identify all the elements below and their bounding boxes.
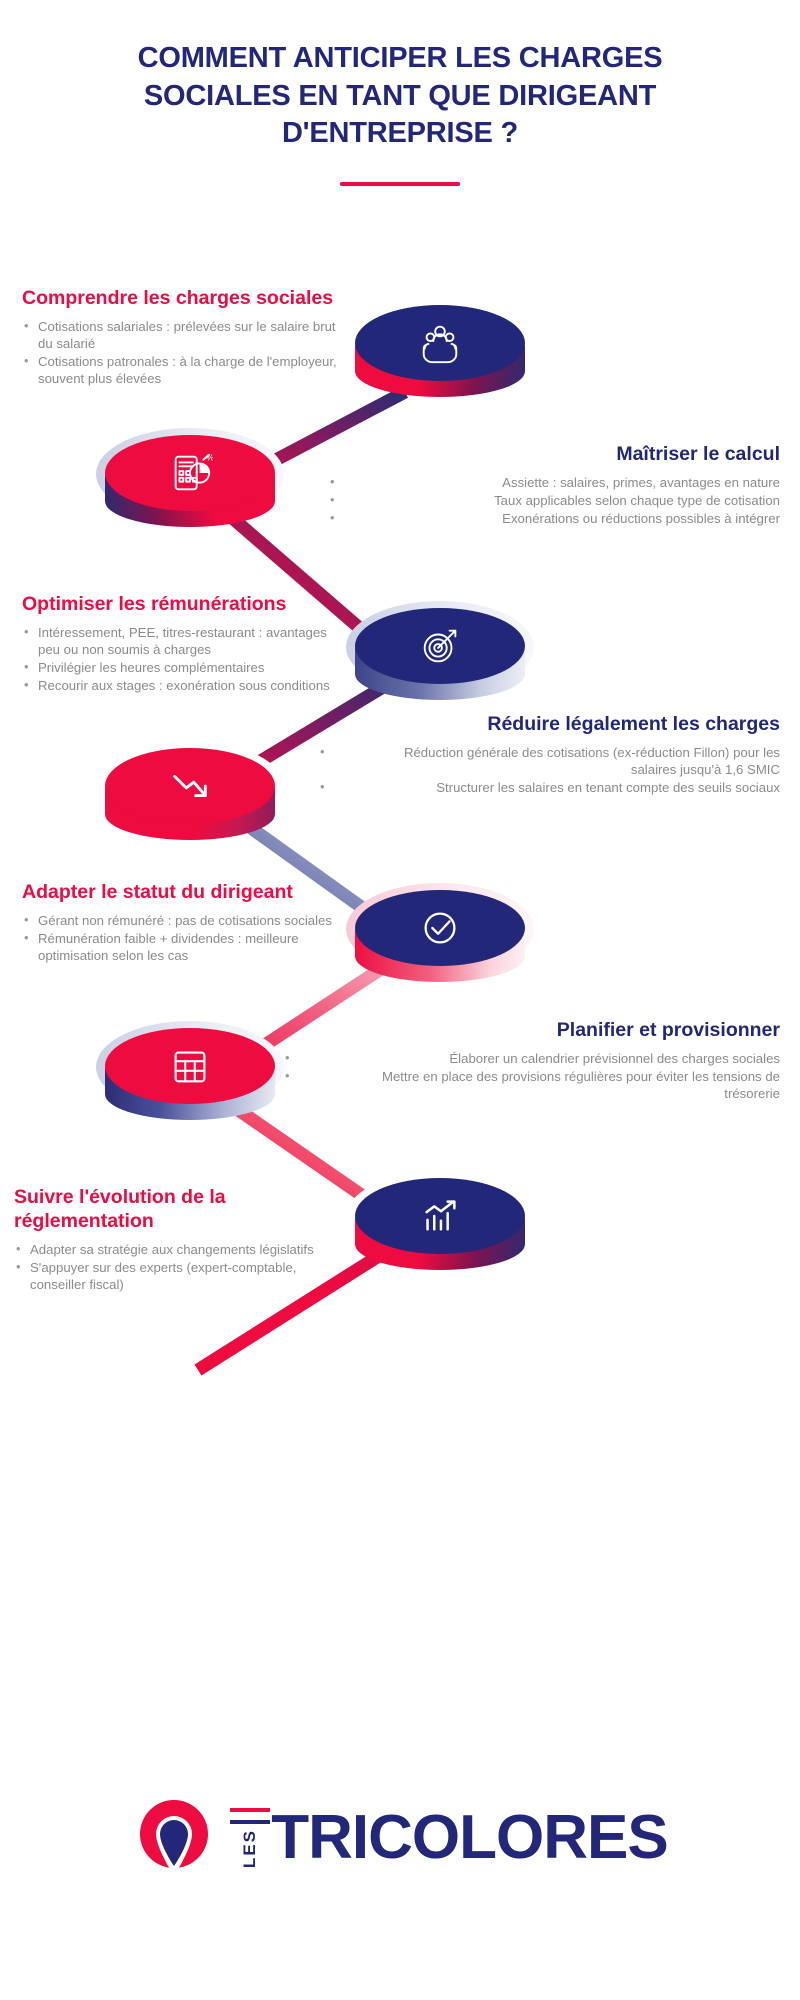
disk-top xyxy=(355,608,525,684)
section-bullets: •Réduction générale des cotisations (ex-… xyxy=(320,744,780,797)
list-item: •Taux applicables selon chaque type de c… xyxy=(330,492,780,509)
bullet-dot: • xyxy=(285,1068,290,1084)
list-item: Privilégier les heures complémentaires xyxy=(22,659,352,677)
logo-name-text: TRICOLORES xyxy=(271,1803,668,1872)
disk-planifier xyxy=(96,1021,284,1136)
flag-bars-icon xyxy=(230,1807,271,1826)
section-title: Adapter le statut du dirigeant xyxy=(22,881,293,903)
calendar-grid-icon xyxy=(174,1051,206,1083)
list-item: Intéressement, PEE, titres-restaurant : … xyxy=(22,624,352,659)
disk-optimiser xyxy=(346,601,534,716)
section-maitriser: Maîtriser le calcul •Assiette : salaires… xyxy=(330,442,780,529)
disk-suivre xyxy=(346,1171,534,1286)
logo-wordmark: LES TRICOLORES xyxy=(230,1803,669,1872)
section-suivre: Suivre l'évolution de la réglementation … xyxy=(14,1185,344,1295)
section-title: Maîtriser le calcul xyxy=(616,443,780,465)
list-item: •Exonérations ou réductions possibles à … xyxy=(330,509,780,526)
target-dart-icon xyxy=(423,629,457,663)
section-bullets: •Élaborer un calendrier prévisionnel des… xyxy=(285,1050,780,1103)
logo-les-text: LES xyxy=(240,1828,260,1869)
list-item: •Élaborer un calendrier prévisionnel des… xyxy=(285,1050,780,1067)
list-item: Gérant non rémunéré : pas de cotisations… xyxy=(22,912,342,930)
logo-les-group: LES xyxy=(230,1807,271,1869)
disk-comprendre xyxy=(346,298,534,413)
section-title: Réduire légalement les charges xyxy=(487,713,780,735)
section-title: Comprendre les charges sociales xyxy=(22,287,334,309)
calculator-pie-icon: % xyxy=(174,453,213,491)
section-reduire: Réduire légalement les charges •Réductio… xyxy=(320,712,780,798)
disk-top xyxy=(105,748,275,824)
disk-top: % xyxy=(105,435,275,511)
check-circle-icon xyxy=(424,912,456,944)
title-underline-divider xyxy=(340,182,460,186)
list-item: Recourir aux stages : exonération sous c… xyxy=(22,677,352,695)
page-header: COMMENT ANTICIPER LES CHARGES SOCIALES E… xyxy=(0,40,800,153)
disk-adapter xyxy=(346,883,534,998)
section-bullets: Gérant non rémunéré : pas de cotisations… xyxy=(22,912,342,965)
section-title: Optimiser les rémunérations xyxy=(22,593,287,615)
disk-top xyxy=(355,890,525,966)
bar-chart-growth-icon xyxy=(425,1200,456,1231)
disk-top xyxy=(355,1178,525,1254)
disk-top xyxy=(355,305,525,381)
list-item: Adapter sa stratégie aux changements lég… xyxy=(14,1241,344,1259)
hands-people-icon xyxy=(422,325,458,364)
disk-reduire xyxy=(96,741,284,856)
bullet-dot: • xyxy=(285,1050,290,1066)
list-item: Rémunération faible + dividendes : meill… xyxy=(22,930,342,965)
page-title: COMMENT ANTICIPER LES CHARGES SOCIALES E… xyxy=(137,42,663,150)
section-bullets: Intéressement, PEE, titres-restaurant : … xyxy=(22,624,352,695)
bullet-dot: • xyxy=(320,744,325,760)
section-adapter: Adapter le statut du dirigeant Gérant no… xyxy=(22,880,342,966)
section-planifier: Planifier et provisionner •Élaborer un c… xyxy=(285,1018,780,1104)
bullet-dot: • xyxy=(330,509,335,525)
location-pin-icon xyxy=(132,1796,216,1880)
section-title: Suivre l'évolution de la réglementation xyxy=(14,1186,226,1233)
list-item: •Réduction générale des cotisations (ex-… xyxy=(320,744,780,778)
section-bullets: •Assiette : salaires, primes, avantages … xyxy=(330,474,780,528)
bullet-dot: • xyxy=(330,492,335,508)
section-bullets: Cotisations salariales : prélevées sur l… xyxy=(22,318,342,388)
section-bullets: Adapter sa stratégie aux changements lég… xyxy=(14,1241,344,1294)
bullet-dot: • xyxy=(320,778,325,794)
section-title: Planifier et provisionner xyxy=(556,1019,780,1041)
list-item: •Structurer les salaires en tenant compt… xyxy=(320,778,780,795)
brand-logo: LES TRICOLORES xyxy=(0,1778,800,1898)
svg-text:%: % xyxy=(206,453,213,463)
section-optimiser: Optimiser les rémunérations Intéressemen… xyxy=(22,592,352,696)
list-item: Cotisations salariales : prélevées sur l… xyxy=(22,318,342,353)
list-item: •Assiette : salaires, primes, avantages … xyxy=(330,474,780,491)
list-item: •Mettre en place des provisions régulièr… xyxy=(285,1068,780,1101)
section-comprendre: Comprendre les charges sociales Cotisati… xyxy=(22,286,342,389)
disk-maitriser: % xyxy=(96,428,284,543)
chart-down-arrow-icon xyxy=(173,774,207,798)
list-item: S'appuyer sur des experts (expert-compta… xyxy=(14,1259,344,1294)
list-item: Cotisations patronales : à la charge de … xyxy=(22,353,342,388)
bullet-dot: • xyxy=(330,474,335,490)
disk-top xyxy=(105,1028,275,1104)
